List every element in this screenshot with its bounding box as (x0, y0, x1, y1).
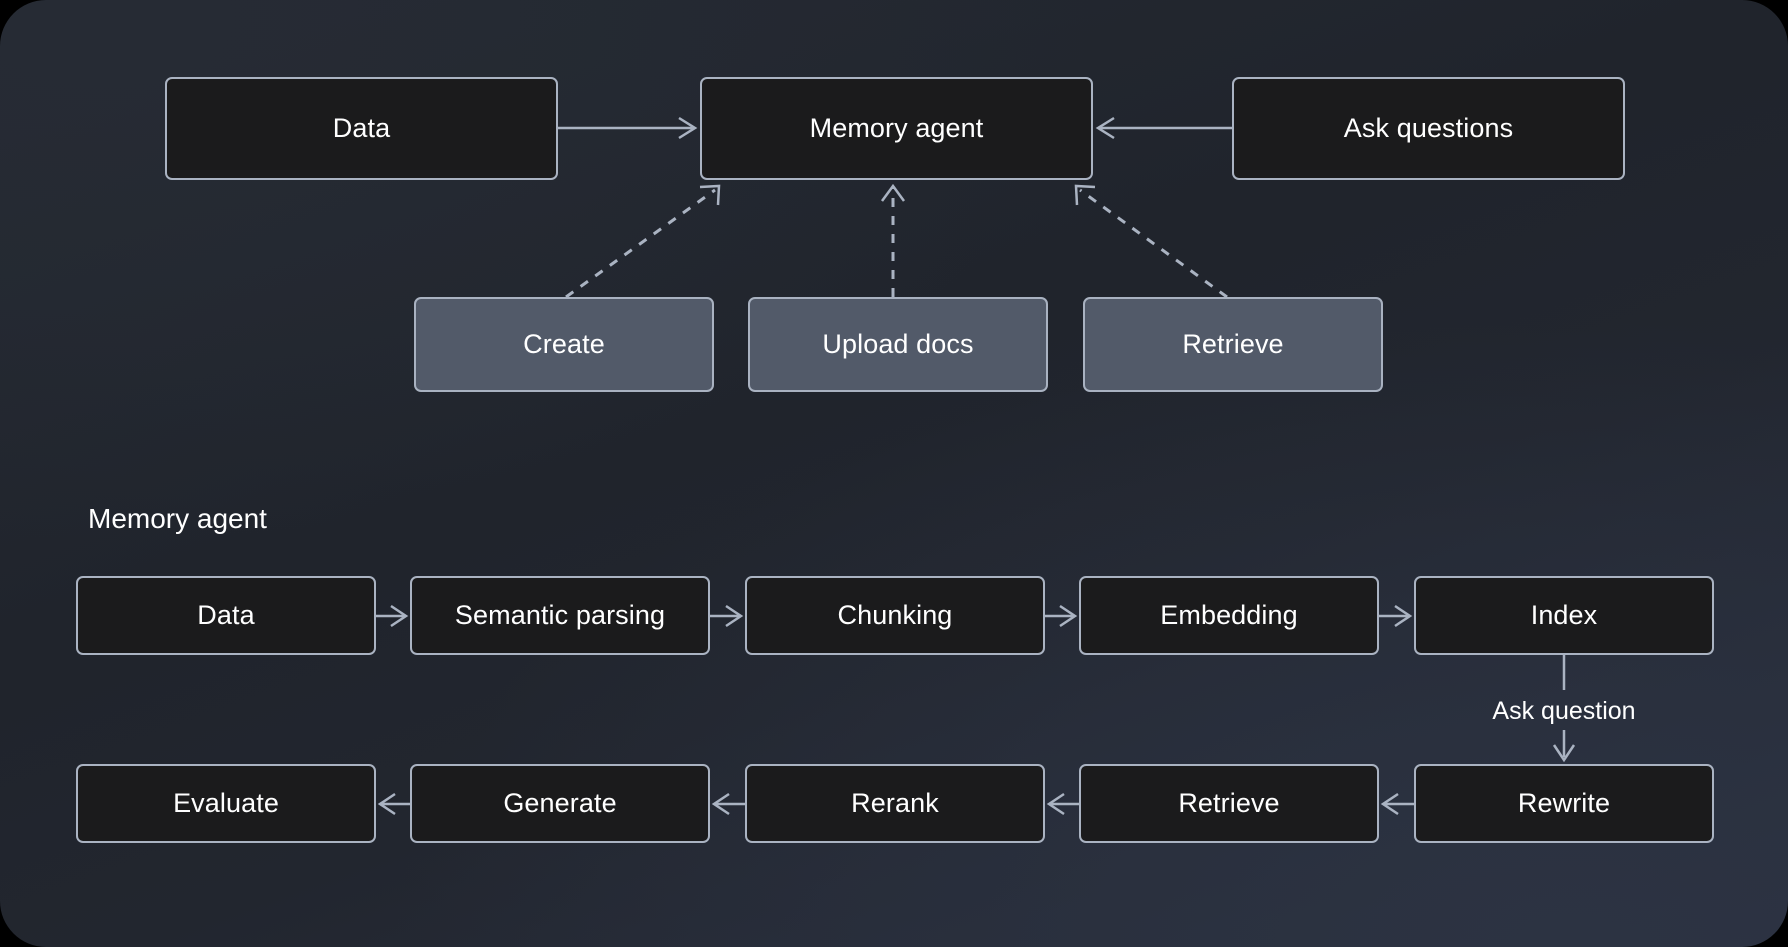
node-label: Generate (503, 788, 617, 818)
node-label: Memory agent (809, 113, 984, 143)
node-data-pipeline[interactable]: Data (76, 576, 376, 655)
node-label: Data (197, 600, 255, 630)
node-label: Retrieve (1178, 788, 1280, 818)
node-label: Index (1530, 600, 1598, 630)
node-data[interactable]: Data (165, 77, 558, 180)
node-label: Rewrite (1517, 788, 1611, 818)
edge-retrieve2-to-rerank (1046, 792, 1079, 816)
node-retrieve-pipeline[interactable]: Retrieve (1079, 764, 1379, 843)
node-embedding[interactable]: Embedding (1079, 576, 1379, 655)
node-memory-agent[interactable]: Memory agent (700, 77, 1093, 180)
node-semantic-parsing[interactable]: Semantic parsing (410, 576, 710, 655)
node-upload-docs[interactable]: Upload docs (748, 297, 1048, 392)
node-retrieve-overview[interactable]: Retrieve (1083, 297, 1383, 392)
node-label: Evaluate (173, 788, 279, 818)
edge-chunking-to-embedding (1045, 604, 1078, 628)
node-label: Chunking (837, 600, 953, 630)
edge-rerank-to-generate (711, 792, 745, 816)
edge-generate-to-evaluate (377, 792, 410, 816)
node-generate[interactable]: Generate (410, 764, 710, 843)
edge-semantic-parsing-to-chunking (710, 604, 744, 628)
node-label: Retrieve (1182, 329, 1284, 359)
edge-ask-questions-to-memory-agent (1095, 116, 1232, 140)
edge-data2-to-semantic-parsing (376, 604, 409, 628)
section-title-memory-agent: Memory agent (88, 503, 267, 534)
edge-retrieve-to-memory-agent (1074, 184, 1228, 299)
node-label: Data (332, 113, 391, 143)
edge-rewrite-to-retrieve2 (1380, 792, 1414, 816)
node-ask-questions[interactable]: Ask questions (1232, 77, 1625, 180)
node-rewrite[interactable]: Rewrite (1414, 764, 1714, 843)
node-evaluate[interactable]: Evaluate (76, 764, 376, 843)
node-rerank[interactable]: Rerank (745, 764, 1045, 843)
node-label: Semantic parsing (454, 600, 666, 630)
node-label: Embedding (1160, 600, 1298, 630)
node-label: Upload docs (822, 329, 974, 359)
edge-create-to-memory-agent (565, 184, 721, 299)
node-chunking[interactable]: Chunking (745, 576, 1045, 655)
edge-data-to-memory-agent (558, 116, 698, 140)
edge-label-ask-question: Ask question (1492, 697, 1636, 725)
node-index[interactable]: Index (1414, 576, 1714, 655)
node-label: Ask questions (1343, 113, 1514, 143)
edge-upload-docs-to-memory-agent (880, 183, 906, 297)
node-create[interactable]: Create (414, 297, 714, 392)
edge-embedding-to-index (1379, 604, 1413, 628)
node-label: Create (523, 329, 605, 359)
edge-index-to-rewrite (1552, 655, 1576, 763)
node-label: Rerank (851, 788, 939, 818)
